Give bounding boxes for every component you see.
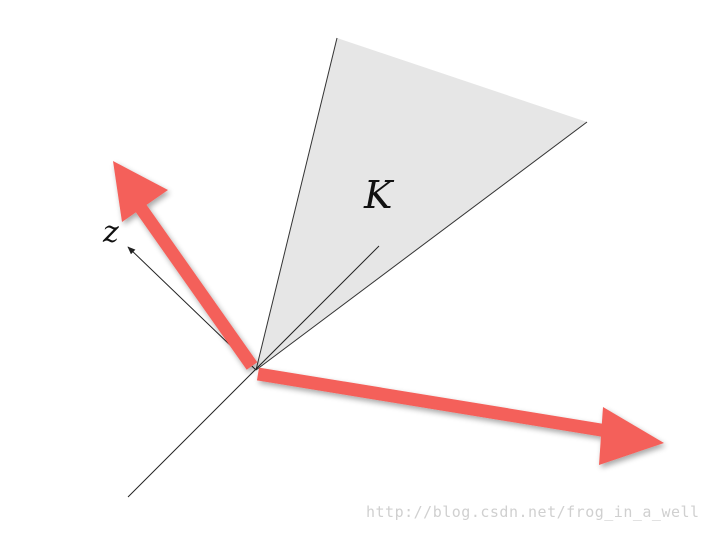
- cone-label-k: K: [363, 173, 395, 217]
- watermark-url: http://blog.csdn.net/frog_in_a_well: [366, 503, 700, 521]
- cone-edge-right: [255, 121, 588, 371]
- vector-label-z: z: [102, 215, 119, 250]
- bold-arrow-right: [256, 367, 664, 465]
- cone-edge-left: [255, 37, 338, 371]
- axis-line: [127, 245, 380, 498]
- cone-k-region: [256, 38, 587, 370]
- bold-arrow-upper-left: [113, 161, 258, 370]
